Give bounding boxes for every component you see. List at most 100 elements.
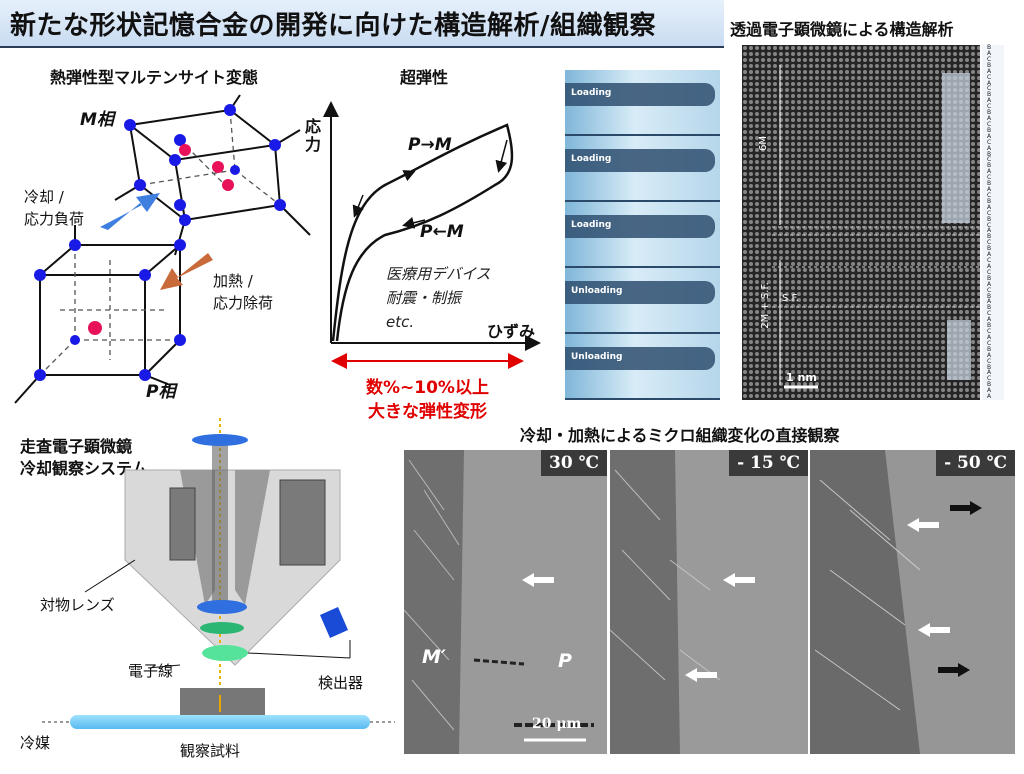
tem-sf-label: S.F. [782,293,799,304]
strip-frame-sample [565,149,715,173]
detector-label: 検出器 [318,674,364,692]
stacking-letter: C [987,85,992,93]
stacking-letter: B [987,162,992,170]
stacking-letter: C [987,328,992,335]
stacking-letter: C [987,156,992,164]
strip-frame-label: Loading [571,154,612,165]
micro-panel-3: - 50 ℃ [810,450,1015,754]
strip-frame: Loading [565,136,720,202]
micro-texture-2 [610,450,808,754]
stacking-letter: C [987,55,992,63]
stacking-letter: B [987,292,992,300]
stacking-letter: B [987,322,992,330]
temp-badge-2: - 15 ℃ [729,450,808,476]
strip-frame-sample [565,347,715,371]
stacking-letter: A [987,49,992,57]
stacking-letter: A [987,351,992,359]
stacking-letter: A [987,67,992,75]
section-micro: 冷却・加熱によるミクロ組織変化の直接観察 [520,426,840,445]
crystal-diagram [14,94,311,404]
title-bar [0,0,724,48]
micro-texture-3 [810,450,1015,754]
superelastic-curve [323,101,541,369]
strip-frame-label: Loading [571,220,612,231]
stacking-letter: B [987,197,992,205]
strip-frame: Unloading [565,268,720,334]
stacking-letter: C [987,73,992,81]
stacking-letter: A [987,132,992,140]
strip-frame-sample [565,215,715,239]
stacking-letter: A [987,203,992,211]
stacking-letter: C [987,209,992,217]
stacking-letter: C [987,286,992,294]
micro-panel-2: - 15 ℃ [610,450,808,754]
stacking-letter: A [987,280,992,288]
tem-6m-label: 6M [758,136,769,151]
stacking-letter: B [987,61,992,69]
stacking-letter: A [987,186,992,193]
stacking-letter: B [987,109,992,117]
stacking-letter: C [987,120,992,128]
objective-lens-label: 対物レンズ [40,596,115,614]
stacking-letter: B [987,180,992,188]
m-prime-label: M′ [422,646,446,668]
temp-badge-3: - 50 ℃ [936,450,1015,476]
stacking-letter: B [987,233,992,241]
section-tem: 透過電子顕微鏡による構造解析 [730,20,954,39]
stacking-letter: A [987,97,992,105]
stacking-letter: A [987,79,992,87]
reverse-transform-label: P←M [420,222,464,242]
stacking-letter: C [987,103,992,111]
stacking-letter: A [987,251,992,259]
strip-frame-sample [565,83,715,107]
stacking-letter: A [987,333,992,341]
stacking-letter: C [987,257,992,264]
tem-2m-label: 2M + S.F. [759,282,771,329]
strip-frame-sample [565,281,715,305]
stacking-letter: C [987,357,992,365]
electron-beam-label: 電子線 [128,662,174,680]
strip-frame-label: Loading [571,88,612,99]
stacking-letter: B [987,126,992,134]
section-superelastic: 超弾性 [400,68,449,87]
micro-scale-label: 20 μm [532,716,582,732]
stacking-letter: A [987,393,992,401]
stacking-letter: B [987,274,992,282]
page-title: 新たな形状記憶合金の開発に向けた構造解析/組織観察 [10,11,656,41]
stacking-letter: A [987,369,992,377]
stacking-letter: C [987,191,992,199]
stacking-letter: A [987,144,992,152]
tem-image [742,45,980,400]
stacking-letter: B [987,363,992,371]
stacking-letter: B [987,150,992,158]
strain-axis-label: ひずみ [487,322,536,341]
stacking-letter: A [987,298,992,306]
coolant-label: 冷媒 [20,734,51,752]
m-phase-label: M相 [80,110,114,130]
stacking-letter: C [987,268,992,276]
strip-frame: Unloading [565,334,720,400]
sem-diagram [42,418,395,729]
tem-lattice [742,45,980,400]
stacking-letter: C [987,174,992,182]
stacking-letter: C [987,221,992,229]
p-phase-label: P相 [146,382,176,402]
strip-frame: Loading [565,202,720,268]
cool-label: 冷却 / 応力負荷 [24,188,85,228]
stacking-letter: A [987,115,992,122]
applications-label: 医療用デバイス 耐震・制振 etc. [386,265,491,331]
stacking-letter: B [987,91,992,99]
strip-frame: Loading [565,70,720,136]
stacking-letter: C [987,310,992,318]
stacking-letter: B [987,381,992,389]
micro-texture-1 [404,450,607,754]
strain-note: 数%~10%以上 大きな弾性変形 [366,378,489,422]
stacking-letter: B [987,245,992,253]
stacking-letter: C [987,239,992,247]
stacking-letter: B [987,345,992,353]
stacking-letter: C [987,138,992,146]
temp-badge-1: 30 ℃ [541,450,607,476]
tem-scale-label: 1 nm [786,371,817,384]
strip-frame-label: Unloading [571,286,623,297]
